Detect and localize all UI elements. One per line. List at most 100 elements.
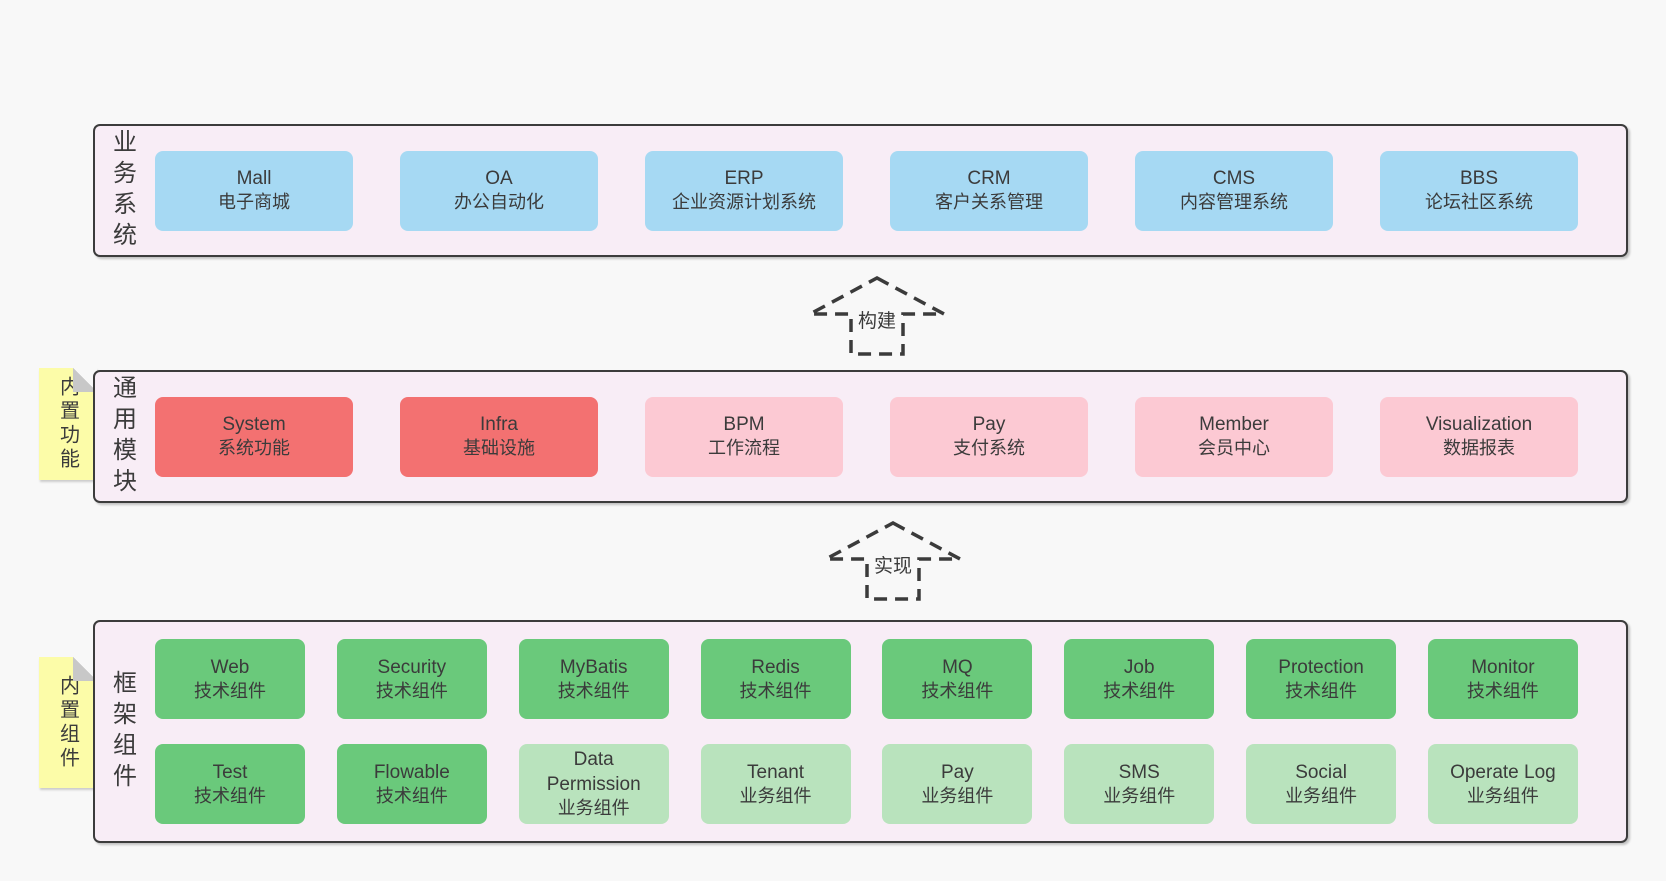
box-title: Security	[377, 656, 447, 678]
dashed-up-arrow-build: 构建	[807, 275, 947, 357]
box-title: Flowable	[373, 761, 450, 783]
box-subtitle: 业务组件	[1466, 785, 1539, 806]
box-subtitle: 业务组件	[1103, 785, 1176, 806]
box-title: CRM	[967, 168, 1011, 190]
box-title: Member	[1199, 414, 1269, 436]
box-subtitle: 技术组件	[194, 785, 266, 806]
box-title: MQ	[942, 656, 973, 678]
box-title: System	[222, 414, 286, 436]
box-title: Pay	[972, 414, 1006, 436]
box-subtitle: 技术组件	[921, 680, 994, 701]
box-subtitle: 基础设施	[463, 438, 535, 459]
dashed-up-arrow-implement: 实现	[823, 520, 963, 602]
box-title: Protection	[1278, 656, 1364, 678]
arrow-label: 构建	[852, 306, 902, 333]
section-label: 通用模块	[108, 374, 136, 499]
box-title: Web	[210, 656, 250, 678]
box-subtitle: 技术组件	[375, 680, 448, 701]
arrow-label: 实现	[868, 551, 918, 578]
box-title: Social	[1295, 761, 1347, 783]
box-subtitle: 业务组件	[557, 798, 630, 819]
box-subtitle: 企业资源计划系统	[672, 192, 816, 213]
box-subtitle: 工作流程	[708, 438, 780, 459]
sticky-note-builtin-features: 内置功能	[39, 368, 97, 480]
box-subtitle: 论坛社区系统	[1425, 192, 1533, 213]
box-title: OA	[485, 168, 513, 190]
up-arrow-icon	[809, 276, 945, 356]
box-title: Mall	[236, 168, 272, 190]
box-title: Operate Log	[1450, 761, 1556, 783]
box-subtitle: 技术组件	[375, 785, 448, 806]
box-subtitle: 技术组件	[739, 680, 812, 701]
sticky-note-label: 内置功能	[56, 376, 79, 472]
box-title: Infra	[479, 414, 519, 436]
section-label: 框架组件	[108, 669, 136, 794]
box-title: Redis	[751, 656, 800, 678]
sticky-note-builtin-components: 内置组件	[39, 657, 97, 788]
box-subtitle: 技术组件	[194, 680, 266, 701]
up-arrow-icon	[825, 521, 961, 601]
box-subtitle: 技术组件	[1466, 680, 1539, 701]
box-subtitle: 技术组件	[1285, 680, 1358, 701]
sticky-note-label: 内置组件	[56, 674, 79, 771]
box-subtitle: 系统功能	[218, 438, 290, 459]
box-subtitle: 支付系统	[953, 438, 1025, 459]
box-title: ERP	[724, 168, 764, 190]
box-subtitle: 客户关系管理	[935, 192, 1043, 213]
box-title: BBS	[1459, 168, 1499, 190]
box-title: Pay	[941, 761, 974, 783]
box-title: Tenant	[747, 761, 805, 783]
box-subtitle: 数据报表	[1443, 438, 1515, 459]
box-subtitle: 会员中心	[1198, 438, 1270, 459]
box-subtitle: 办公自动化	[454, 192, 544, 213]
box-title: Test	[212, 761, 248, 783]
box-title: Job	[1123, 656, 1155, 678]
box-subtitle: 业务组件	[739, 785, 812, 806]
box-subtitle: 内容管理系统	[1180, 192, 1288, 213]
box-title: Data Permission	[546, 749, 641, 796]
box-subtitle: 技术组件	[1103, 680, 1176, 701]
box-title: CMS	[1212, 168, 1256, 190]
box-subtitle: 电子商城	[218, 192, 290, 213]
box-subtitle: 业务组件	[1285, 785, 1358, 806]
box-subtitle: 业务组件	[921, 785, 994, 806]
